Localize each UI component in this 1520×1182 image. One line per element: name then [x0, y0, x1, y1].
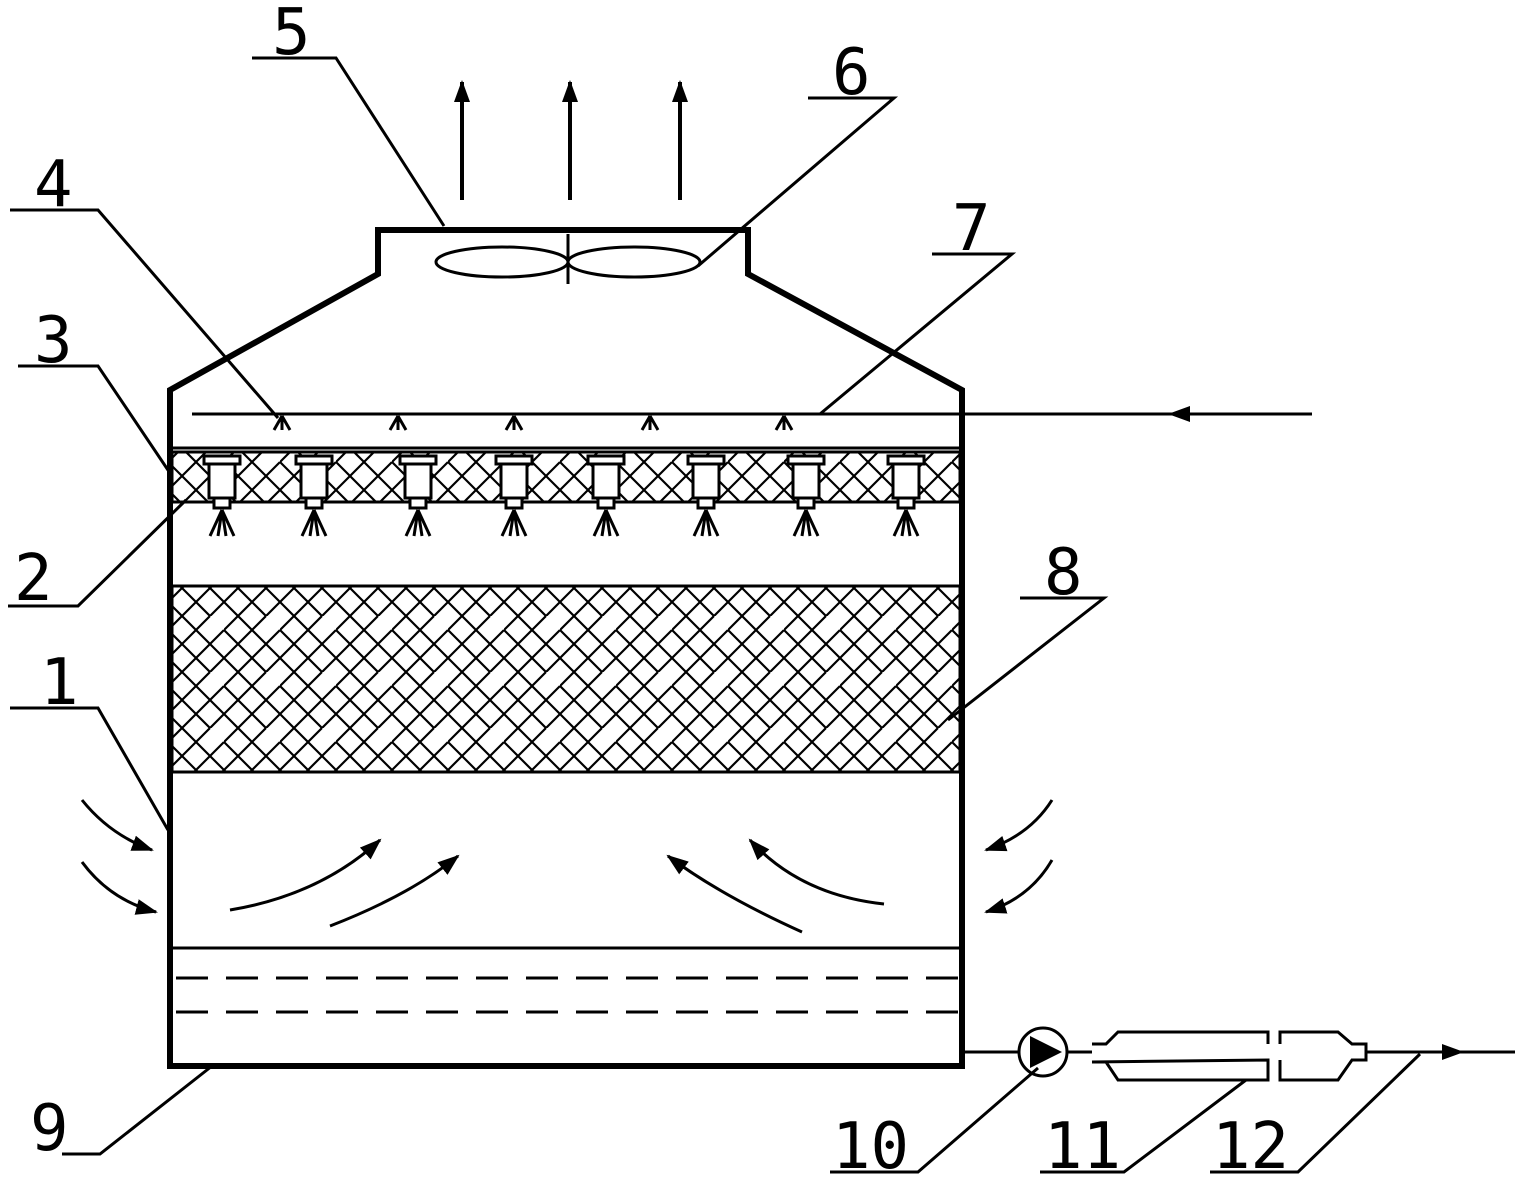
- label-2: 2: [14, 542, 53, 616]
- leader-5: [252, 56, 446, 227]
- leader-4: [10, 208, 280, 419]
- distributor-units: [202, 454, 926, 537]
- leader-7: [819, 252, 1017, 416]
- label-8: 8: [1044, 536, 1083, 610]
- distributor-unit: [786, 454, 826, 537]
- label-9: 9: [30, 1092, 69, 1166]
- main-filler-layer: [170, 584, 962, 774]
- spray-pipe: [192, 412, 1312, 431]
- pump: [1017, 1026, 1069, 1078]
- distributor-unit: [494, 454, 534, 537]
- label-4: 4: [34, 148, 73, 222]
- distributor-unit: [398, 454, 438, 537]
- tower-shell: [167, 227, 965, 1069]
- air-inlet-arrows: [80, 799, 1054, 915]
- label-10: 10: [832, 1110, 909, 1182]
- filter: [1091, 1030, 1368, 1082]
- leader-9: [62, 1064, 213, 1156]
- leader-lines: [8, 56, 1422, 1174]
- leader-11: [1040, 1078, 1247, 1174]
- leader-6: [697, 96, 899, 268]
- upper-filler-layer: [170, 450, 962, 504]
- label-5: 5: [272, 0, 311, 70]
- label-3: 3: [34, 304, 73, 378]
- distributor-unit: [586, 454, 626, 537]
- distributor-unit: [202, 454, 242, 537]
- distributor-unit: [294, 454, 334, 537]
- distributor-unit: [886, 454, 926, 537]
- leader-2: [8, 498, 188, 608]
- leader-12: [1210, 1052, 1422, 1174]
- label-11: 11: [1044, 1110, 1121, 1182]
- leader-10: [830, 1066, 1039, 1174]
- label-1: 1: [40, 646, 79, 720]
- fan: [434, 234, 702, 284]
- label-7: 7: [952, 192, 991, 266]
- spray-nozzles: [272, 415, 794, 431]
- airflow-arrows: [229, 838, 885, 934]
- leader-1: [10, 706, 170, 831]
- label-12: 12: [1212, 1110, 1289, 1182]
- distributor-unit: [686, 454, 726, 537]
- exhaust-arrows: [454, 80, 688, 200]
- leader-3: [18, 364, 174, 477]
- leader-8: [947, 596, 1109, 722]
- label-6: 6: [832, 36, 871, 110]
